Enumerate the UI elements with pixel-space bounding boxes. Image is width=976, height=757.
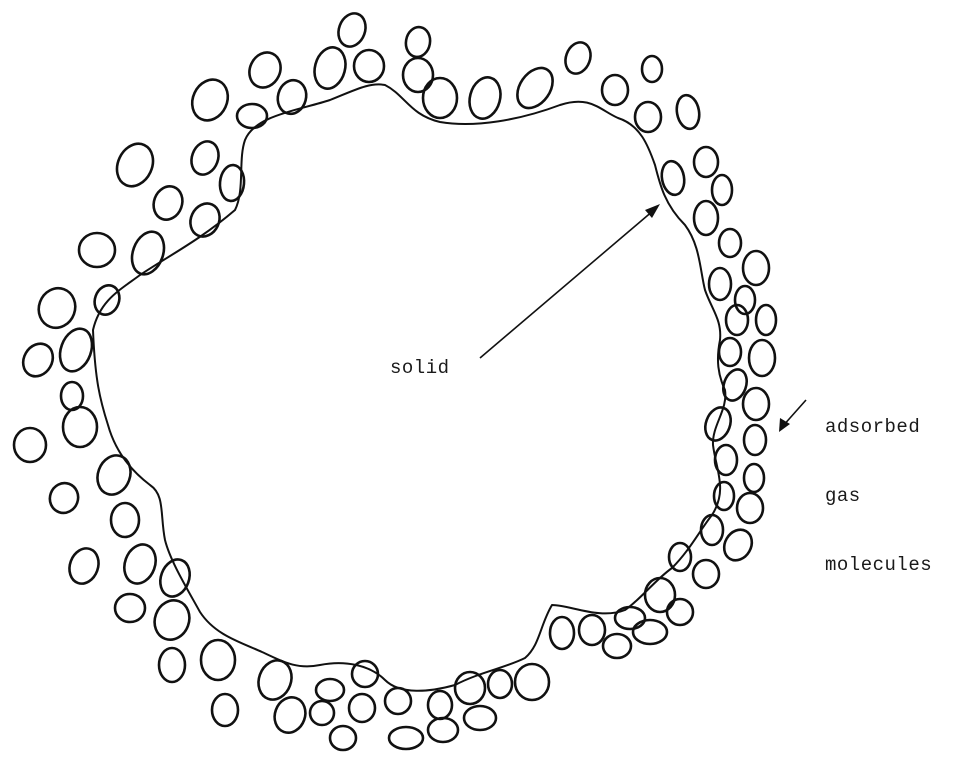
molecule	[744, 425, 766, 455]
molecule	[316, 679, 344, 701]
molecule	[719, 338, 741, 366]
molecule	[330, 726, 356, 750]
molecule	[310, 44, 350, 92]
molecule	[749, 340, 775, 376]
solid-label: solid	[390, 357, 450, 380]
molecule	[488, 670, 512, 698]
molecule	[65, 544, 104, 587]
molecule	[579, 615, 605, 645]
molecule	[110, 138, 159, 192]
molecule	[149, 595, 195, 644]
molecule	[352, 661, 378, 687]
molecule	[465, 74, 505, 122]
molecule	[694, 147, 718, 177]
molecule	[633, 620, 667, 644]
adsorbed-gas-label-line1: adsorbed	[825, 416, 932, 439]
solid-outline	[93, 84, 725, 690]
molecule	[111, 503, 139, 537]
molecule	[119, 540, 161, 588]
molecule	[385, 688, 411, 714]
molecule	[14, 428, 46, 462]
molecule	[561, 39, 594, 77]
molecule	[237, 104, 267, 128]
molecule	[743, 251, 769, 285]
molecule	[92, 451, 136, 500]
molecule	[428, 691, 452, 719]
molecule	[201, 640, 235, 680]
molecule	[635, 102, 661, 132]
molecule	[91, 282, 124, 318]
molecule	[349, 694, 375, 722]
molecule	[667, 599, 693, 625]
adsorbed-gas-label-line3: molecules	[825, 554, 932, 577]
molecule	[187, 138, 223, 179]
molecule	[389, 727, 423, 749]
molecule	[63, 407, 97, 447]
solid-pointer-line	[480, 210, 654, 358]
molecule	[115, 594, 145, 622]
molecule	[159, 648, 185, 682]
molecule	[602, 75, 628, 105]
molecule	[404, 25, 433, 59]
molecule	[712, 175, 732, 205]
molecule	[550, 617, 574, 649]
molecule	[645, 578, 675, 612]
molecule	[674, 93, 702, 130]
molecule	[334, 10, 370, 51]
molecule	[33, 283, 81, 333]
molecule	[244, 47, 286, 92]
molecule	[212, 694, 238, 726]
molecule	[737, 493, 763, 523]
molecule	[701, 515, 723, 545]
molecule	[714, 482, 734, 510]
molecule	[17, 338, 58, 381]
adsorbed-gas-label: adsorbed gas molecules	[825, 370, 932, 623]
molecule	[186, 74, 235, 126]
adsorbed-gas-label-line2: gas	[825, 485, 932, 508]
molecule	[149, 182, 187, 224]
molecule	[603, 634, 631, 658]
molecule	[510, 61, 560, 114]
molecule	[126, 227, 169, 279]
molecule	[756, 305, 776, 335]
molecule	[693, 560, 719, 588]
molecule	[715, 445, 737, 475]
molecule	[743, 388, 769, 420]
molecule	[54, 324, 97, 376]
molecule	[744, 464, 764, 492]
molecule	[515, 664, 549, 700]
molecule	[310, 701, 334, 725]
molecule	[423, 78, 457, 118]
molecule	[403, 58, 433, 92]
molecule	[642, 56, 662, 82]
molecule	[694, 201, 718, 235]
molecule	[669, 543, 691, 571]
molecule	[46, 479, 83, 517]
molecule	[719, 229, 741, 257]
molecule	[719, 366, 751, 404]
molecule	[428, 718, 458, 742]
molecule	[79, 233, 115, 267]
molecule	[185, 199, 225, 242]
molecule	[719, 525, 758, 566]
molecule	[615, 607, 645, 629]
molecule	[354, 50, 384, 82]
molecule	[464, 706, 496, 730]
molecule	[455, 672, 485, 704]
molecule	[709, 268, 731, 300]
